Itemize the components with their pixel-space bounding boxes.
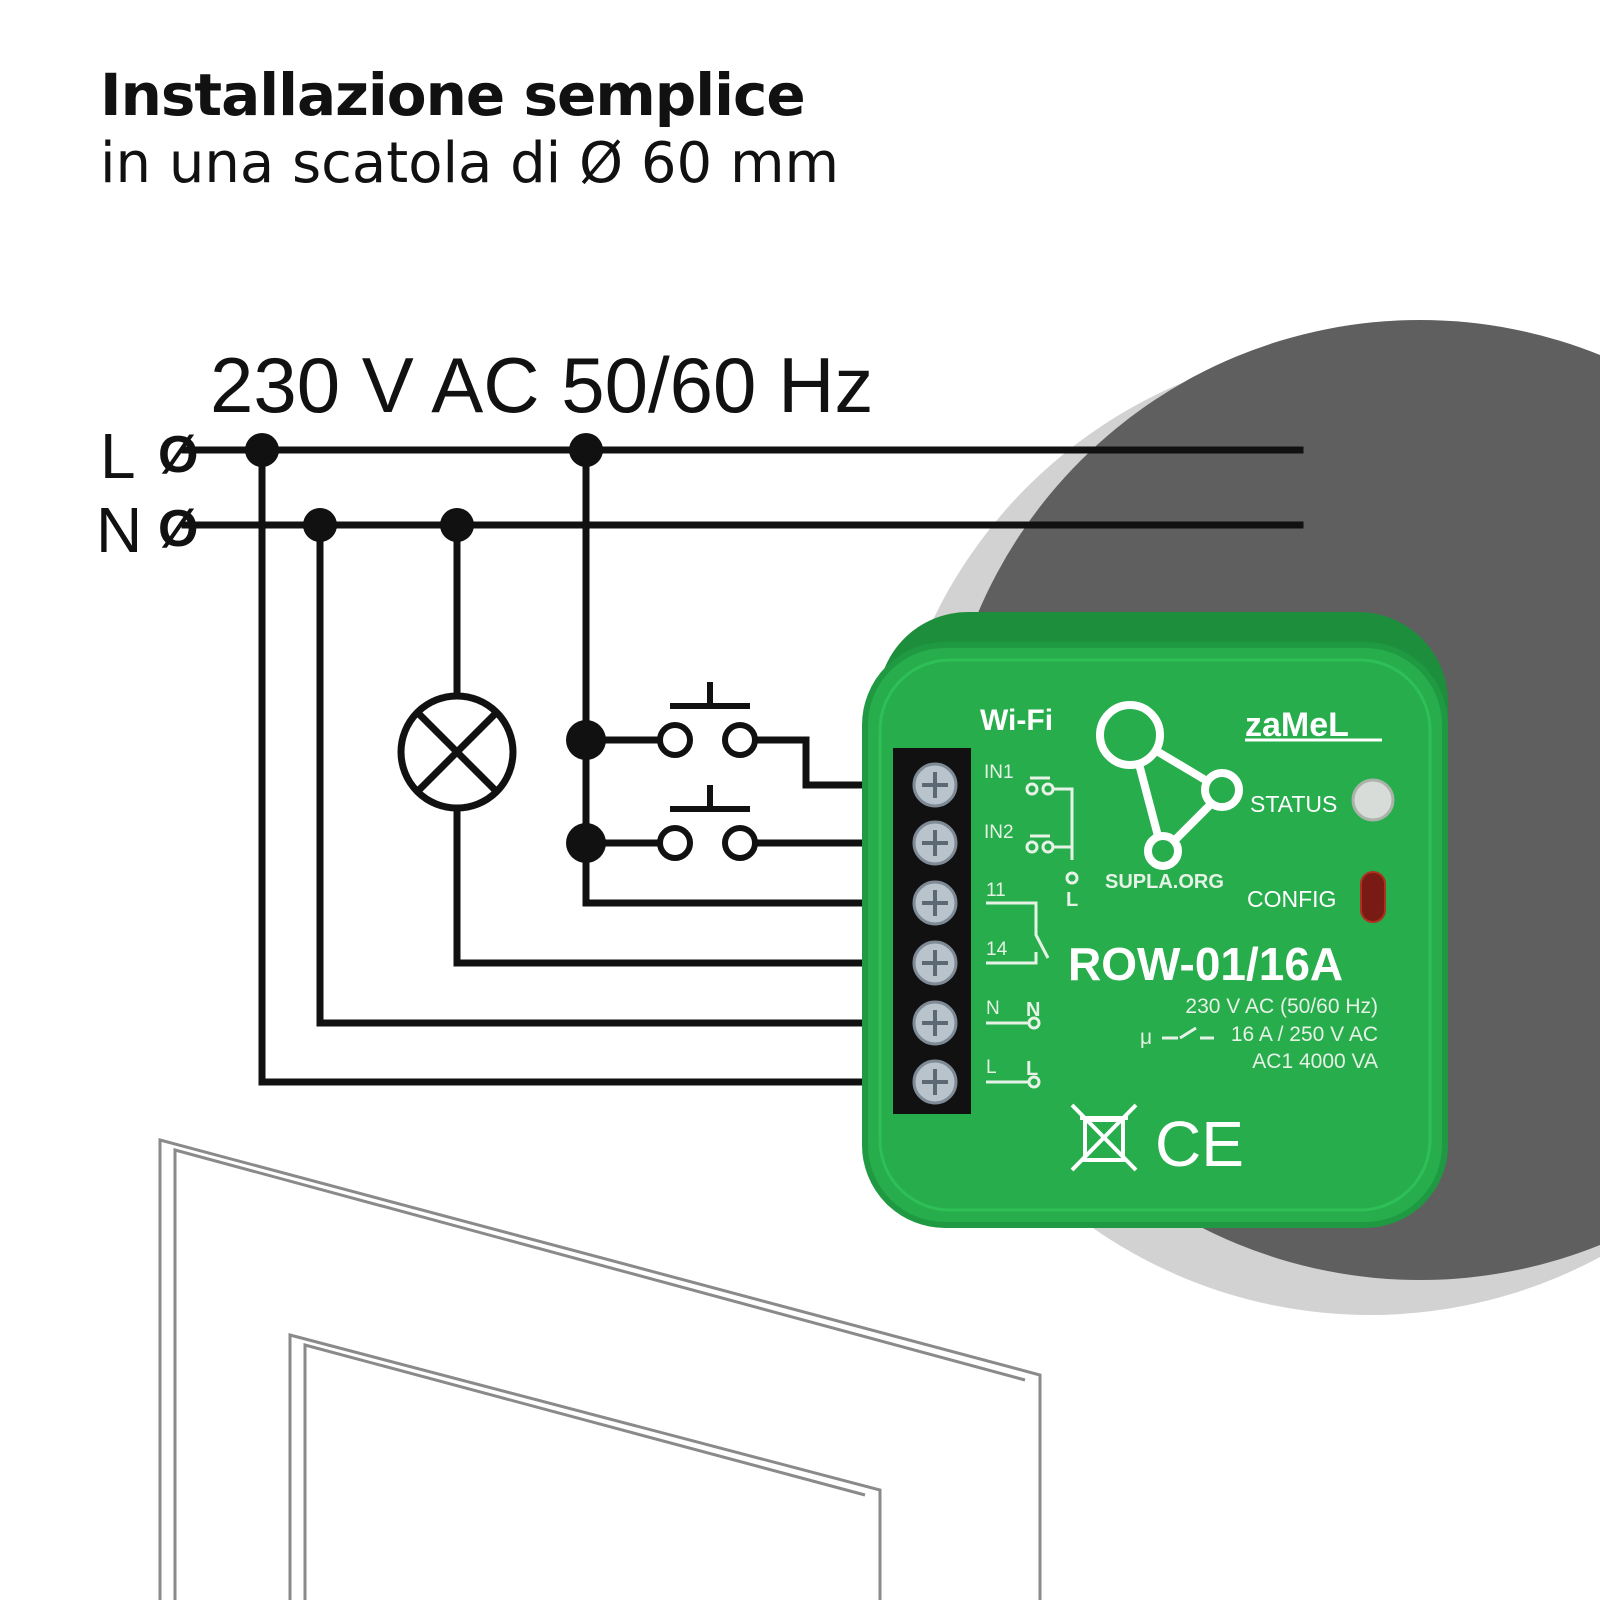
ce-mark: CE [1155,1108,1244,1180]
internal-schematic [986,776,1079,1089]
lamp-icon [397,692,517,812]
push-button-2-icon [657,785,758,861]
junction-dot [569,433,603,467]
spec-current: 16 A / 250 V AC [1231,1023,1378,1046]
plate-inner [288,1333,882,1600]
wifi-label: Wi-Fi [980,704,1053,737]
screw-icon [912,1059,958,1105]
screw-icon [912,880,958,926]
spec-voltage: 230 V AC (50/60 Hz) [1185,995,1378,1018]
screw-icon [912,762,958,808]
terminal-screws [912,762,958,1105]
junction-dot [566,720,606,760]
neutral-terminal-symbol: Ø [158,500,198,558]
page-subtitle: in una scatola di Ø 60 mm [100,130,840,196]
junction-dot [566,823,606,863]
spec-contact-symbol: μ [1140,1026,1152,1049]
line-label: L [100,420,136,492]
config-label: CONFIG [1247,886,1336,912]
screw-icon [912,820,958,866]
terminal-block [893,748,971,1114]
push-button-1-icon [657,682,758,758]
weee-bin-icon [1070,1103,1138,1172]
supply-label: 230 V AC 50/60 Hz [210,341,873,429]
status-led-icon [1351,778,1395,822]
heading: Installazione semplice in una scatola di… [100,62,839,199]
status-label: STATUS [1250,791,1337,817]
contact-icon [1162,1026,1214,1040]
terminal-label-11: 11 [986,880,1006,901]
wire-lamp-14 [453,801,939,967]
terminal-label-14: 14 [986,939,1008,960]
neutral-label: N [96,494,142,566]
config-button[interactable] [1360,871,1386,923]
line-terminal-symbol: Ø [158,426,198,484]
plate-outer [158,1138,1042,1600]
wire-L-11 [582,446,939,907]
inner-marker-l2: L [1026,1058,1038,1080]
terminal-label-l: L [986,1057,997,1078]
wires [181,446,1304,1086]
brand-logo: zaMeL [1245,706,1349,744]
supla-logo-icon [1096,701,1243,870]
model-label: ROW-01/16A [1068,938,1343,990]
junction-dot [303,508,337,542]
wire-N-terminal [316,521,939,1027]
screw-icon [912,940,958,986]
junction-dot [440,508,474,542]
device-face-rim [878,658,1432,1212]
switch-plate [158,1138,1042,1600]
spec-power: AC1 4000 VA [1252,1050,1378,1073]
junctions [245,433,606,863]
junction-dot [245,433,279,467]
terminal-label-in1: IN1 [984,762,1014,783]
supla-site-label: SUPLA.ORG [1105,871,1224,893]
relay-device: IN1 IN2 11 14 N L L N L Wi-Fi zaMeL [862,612,1448,1228]
screw-icon [912,1000,958,1046]
device-face [862,642,1448,1228]
inner-marker-n: N [1026,999,1040,1021]
plate-edge [173,1148,1026,1600]
terminal-label-in2: IN2 [984,822,1014,843]
plate-inner-edge [303,1343,866,1600]
inner-marker-l: L [1066,889,1078,911]
wire-L-terminal [258,446,939,1086]
page-title: Installazione semplice [100,61,806,129]
terminal-label-n: N [986,998,1000,1019]
